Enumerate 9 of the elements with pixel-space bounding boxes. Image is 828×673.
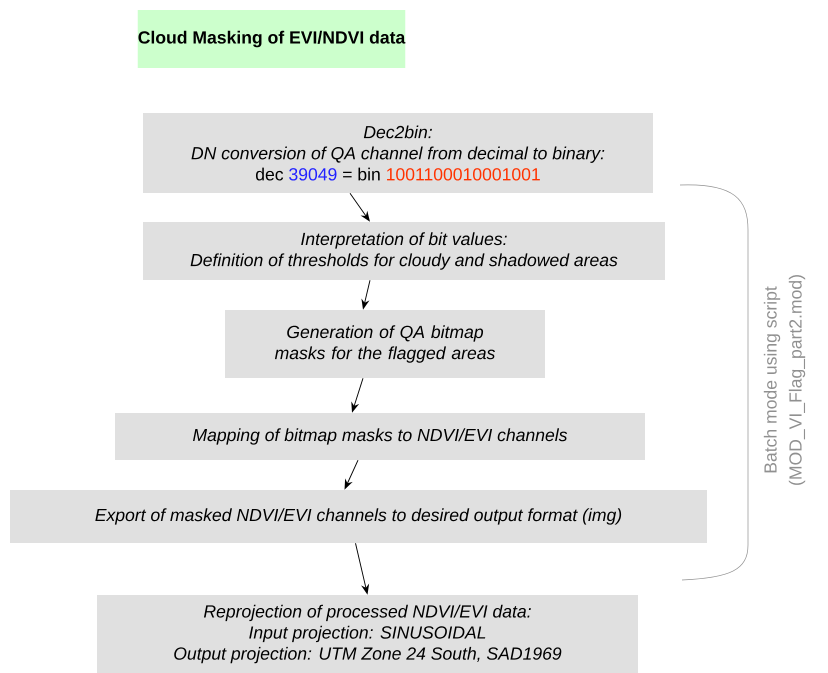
process-box: Generation of QA bitmap masks for the flagged areas [225,310,545,378]
process-box: Mapping of bitmap masks to NDVI/EVI channels [115,413,645,460]
title-box: Cloud Masking of EVI/NDVI data [138,10,406,68]
side-note: Batch mode using script [764,286,780,472]
process-box: Interpretation of bit values: Definition of thresholds for cloudy and shadowed areas [143,222,665,280]
process-box: Dec2bin: DN conversion of QA channel from decimal to binary: dec 39049 = bin 1001100010001001 [143,113,653,193]
process-box: Reprojection of processed NDVI/EVI data: Input projection: SINUSOIDAL Output projection: UTM Zone 24 South, SAD1969 [97,595,638,673]
side-note: (MOD_VI_Flag_part2.mod) [788,275,806,485]
process-box: Export of masked NDVI/EVI channels to desired output format (img) [10,490,707,543]
